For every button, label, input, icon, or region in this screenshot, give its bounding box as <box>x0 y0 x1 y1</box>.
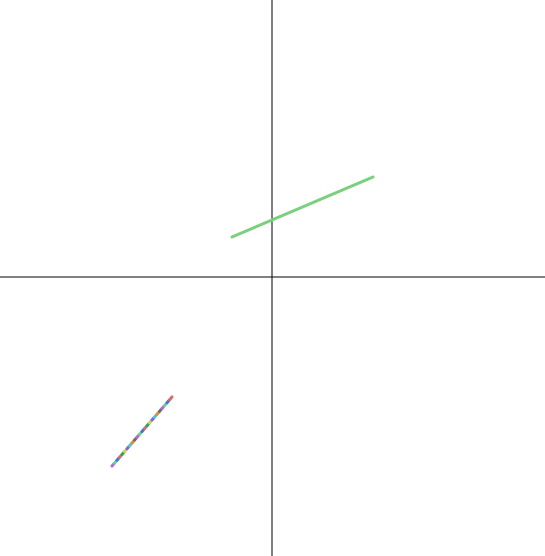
multicolor-segment <box>110 395 174 468</box>
multicolor-segment-piece <box>168 395 174 402</box>
green-segment <box>230 175 375 239</box>
